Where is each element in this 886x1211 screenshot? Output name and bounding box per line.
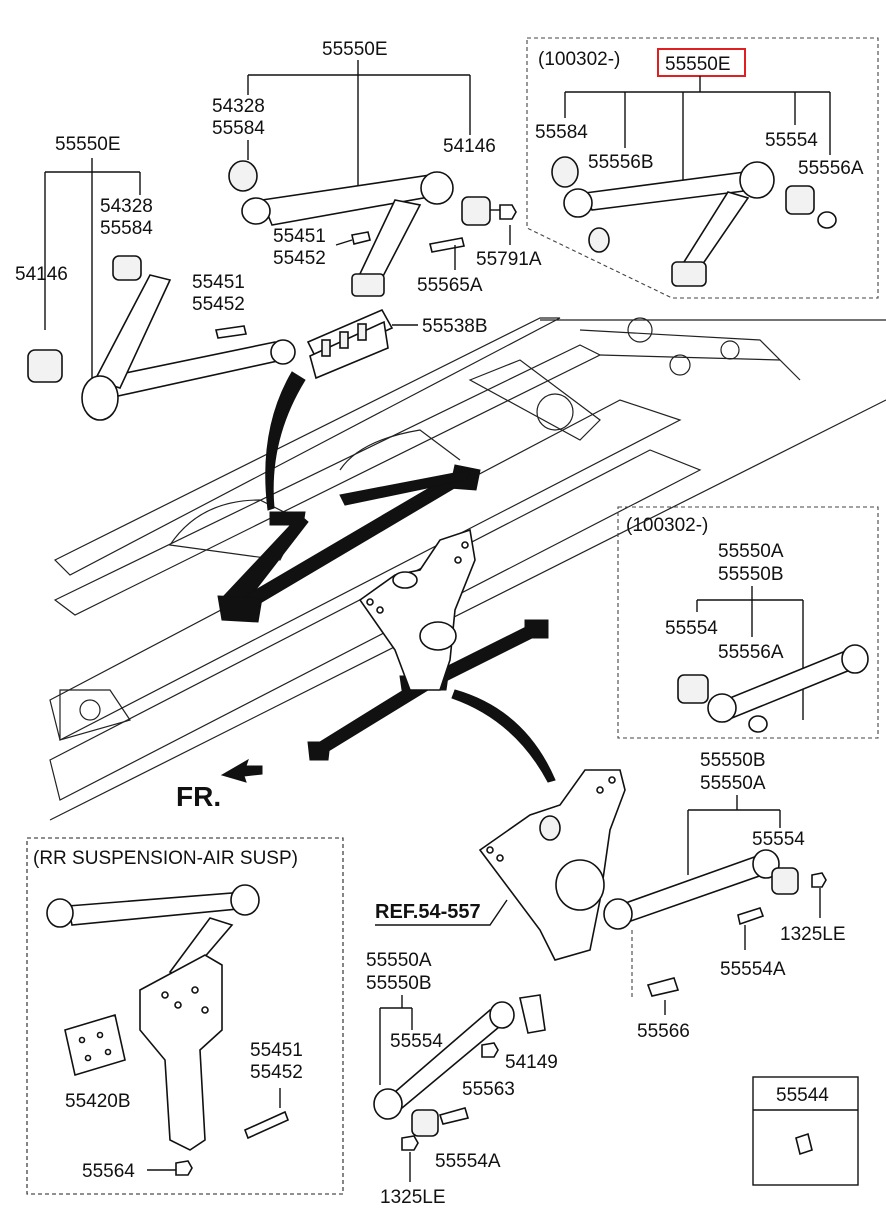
label-54328-left: 54328 (100, 196, 153, 217)
label-55791A: 55791A (476, 249, 542, 270)
label-54146-left: 54146 (15, 264, 68, 285)
inset-top-2010: (100302-) 55550E 55584 55556B 55554 5555… (526, 37, 879, 299)
inset-top-55554: 55554 (765, 130, 818, 151)
label-55565A: 55565A (417, 275, 483, 296)
label-55584-top: 55584 (212, 118, 265, 139)
label-55544: 55544 (776, 1085, 829, 1106)
label-55566: 55566 (637, 1021, 690, 1042)
inset-mid-55550B: 55550B (718, 564, 784, 585)
label-55550E-top: 55550E (322, 39, 388, 60)
label-54328-top: 54328 (212, 96, 265, 117)
highlight-box (657, 48, 746, 77)
label-55550B-bottom: 55550B (366, 973, 432, 994)
bushing-part (228, 160, 258, 192)
inset-top-55556B: 55556B (588, 152, 654, 173)
label-55550B-right: 55550B (700, 750, 766, 771)
inset-top-date: (100302-) (538, 49, 620, 70)
right-lower-assembly: 55550B 55550A 55554 1325LE 55554A 55566 … (375, 750, 846, 1042)
label-54149: 54149 (505, 1052, 558, 1073)
inset-mid-55550A: 55550A (718, 541, 784, 562)
label-55451-left: 55451 (192, 272, 245, 293)
label-55554A-right: 55554A (720, 959, 786, 980)
part-box-55544: 55544 (752, 1076, 859, 1186)
label-55420B: 55420B (65, 1091, 131, 1112)
label-1325LE-bottom: 1325LE (380, 1187, 446, 1208)
label-55554-bottom: 55554 (390, 1031, 443, 1052)
inset-mid-2010: (100302-) 55550A 55550B 55554 55556A (617, 506, 879, 739)
label-55554-right: 55554 (752, 829, 805, 850)
center-bracket (358, 528, 476, 691)
clip-icon (795, 1132, 813, 1156)
label-55563: 55563 (462, 1079, 515, 1100)
inset-mid-55556A: 55556A (718, 642, 784, 663)
label-55451-top: 55451 (273, 226, 326, 247)
label-55452-air: 55452 (250, 1062, 303, 1083)
label-55554A-bottom: 55554A (435, 1151, 501, 1172)
inset-mid-date: (100302-) (626, 515, 708, 536)
ref-label: REF.54-557 (375, 901, 481, 923)
label-55550A-right: 55550A (700, 773, 766, 794)
front-arrow: FR. (176, 758, 263, 812)
bottom-arm-assembly: 55550A 55550B 55554 54149 55563 55554A 1… (366, 950, 558, 1208)
left-lower-arm-assembly: 55550E 54328 55584 54146 55451 55452 (15, 134, 296, 421)
inset-top-55584: 55584 (535, 122, 588, 143)
installed-arms (217, 371, 556, 783)
bracket-55538B: 55538B (306, 308, 488, 380)
label-55451-air: 55451 (250, 1040, 303, 1061)
front-label: FR. (176, 781, 221, 812)
label-1325LE-right: 1325LE (780, 924, 846, 945)
label-55550A-bottom: 55550A (366, 950, 432, 971)
label-55452-top: 55452 (273, 248, 326, 269)
label-55550E-left: 55550E (55, 134, 121, 155)
top-upper-arm-assembly: 55550E 54328 55584 54146 55451 55452 555… (212, 39, 542, 297)
inset-top-55556A: 55556A (798, 158, 864, 179)
inset-mid-55554: 55554 (665, 618, 718, 639)
label-55452-left: 55452 (192, 294, 245, 315)
label-55564: 55564 (82, 1161, 135, 1182)
inset-air-suspension: (RR SUSPENSION-AIR SUSP) 55420B 55451 55… (26, 837, 344, 1195)
label-55538B: 55538B (422, 316, 488, 337)
inset-top-assembly: 55550E (665, 54, 731, 75)
label-55584-left: 55584 (100, 218, 153, 239)
air-inset-title: (RR SUSPENSION-AIR SUSP) (33, 848, 298, 869)
label-54146-top: 54146 (443, 136, 496, 157)
